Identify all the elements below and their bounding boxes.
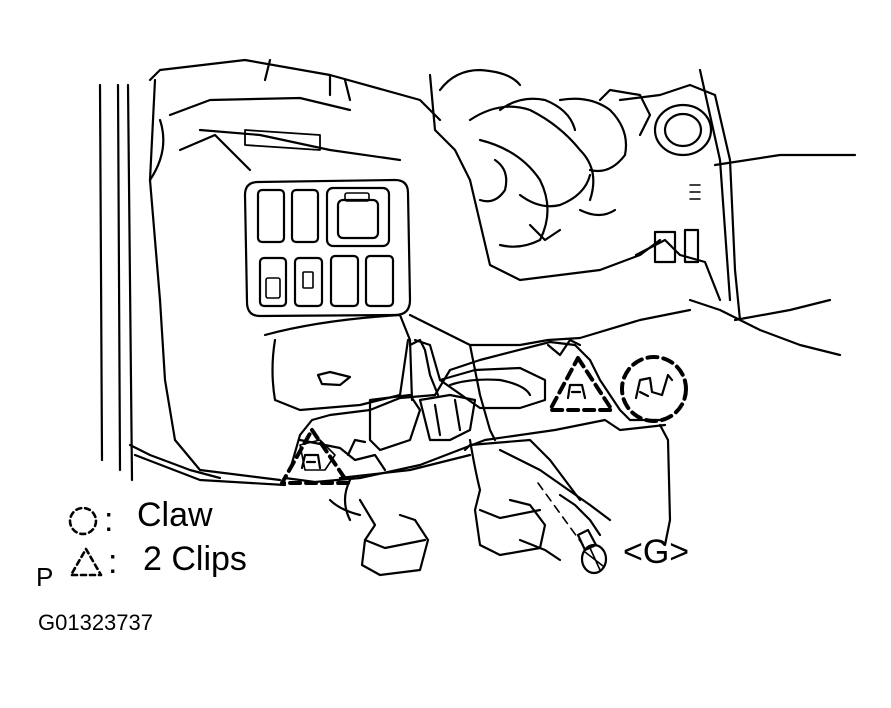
claw-legend-colon: : (104, 501, 114, 539)
door-pillar-lines (98, 83, 134, 482)
claw-legend-label: Claw (137, 496, 213, 534)
clip-marker-right (548, 356, 614, 412)
clip-legend-prefix: P (36, 562, 54, 592)
g-callout-label: <G> (623, 533, 690, 571)
screw (537, 482, 608, 575)
switch-panel (243, 178, 412, 318)
clip-legend-colon: : (108, 543, 118, 581)
clip-legend-label: 2 Clips (143, 540, 247, 578)
g-leader-line (658, 423, 672, 547)
claw-symbol-icon (68, 506, 98, 536)
lower-trim-panel (283, 338, 667, 484)
pedals (328, 438, 612, 577)
lower-panel-cover (128, 298, 692, 487)
claw-marker (620, 355, 688, 423)
dashboard-upper-outline (148, 58, 442, 302)
clip-marker-left (280, 428, 350, 485)
figure-id: G01323737 (38, 610, 153, 635)
clip-symbol-icon (69, 547, 103, 577)
steering-column-area (428, 68, 857, 357)
